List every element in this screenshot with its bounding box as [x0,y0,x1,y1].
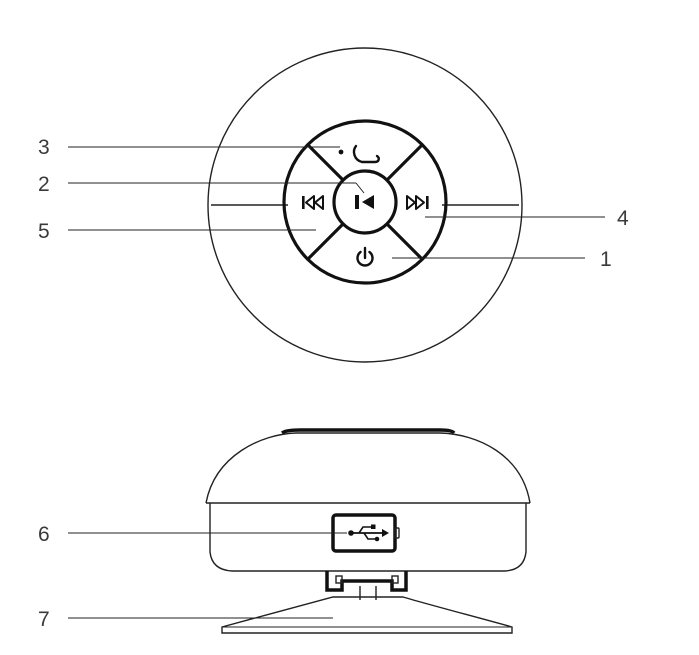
control-pad-ring [282,119,448,285]
port-cover-tab [394,527,400,539]
callout-2: 2 [38,173,50,196]
leader-2-tail [355,182,365,194]
control-pad [282,119,448,285]
play-pause-icon [355,195,374,209]
callout-1: 1 [600,248,612,271]
callout-5: 5 [38,220,50,243]
previous-track-icon [302,195,324,210]
side-view: 6 7 [38,428,531,634]
callout-3: 3 [38,136,50,159]
divider-ul [306,143,345,182]
mount-bracket [325,571,408,600]
mic-hole [338,149,344,155]
top-view: 3 2 5 4 1 [38,47,629,363]
usb-icon [348,524,389,542]
divider-ll [306,222,345,261]
callout-6: 6 [38,523,50,546]
speaker-dome [205,432,531,504]
callout-7: 7 [38,608,50,631]
divider-ur [385,143,424,182]
suction-cup [221,596,513,634]
top-rim [280,428,456,435]
next-track-icon [406,195,429,210]
divider-lr [385,222,424,261]
phone-icon [352,144,380,164]
callout-4: 4 [617,207,629,230]
speaker-body-outline [207,47,523,363]
center-button[interactable] [332,169,398,235]
power-icon [356,246,374,267]
speaker-body [209,503,527,572]
